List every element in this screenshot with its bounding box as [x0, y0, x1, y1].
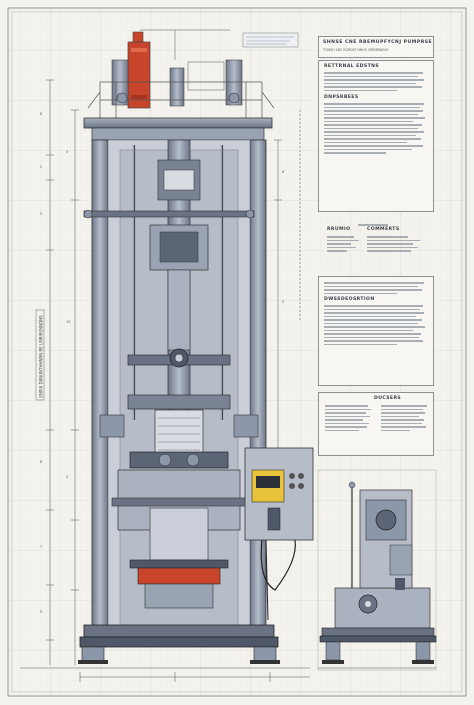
table-col-2: [367, 234, 425, 254]
notes-text-3b: [324, 305, 428, 345]
section-heading-2: DNPSRBEES: [324, 95, 359, 100]
horizontal-tie-bar: [83, 210, 255, 218]
foot-left: [81, 646, 105, 662]
top-cap: [132, 31, 144, 43]
dim-mark-5: 7: [40, 545, 43, 549]
inset-machine: [317, 469, 437, 671]
notes-text-4b: [381, 403, 429, 433]
section-heading-4: DWSSDEOSRTION: [324, 297, 375, 302]
section-heading-1: RETTRNAL EDSTNS: [324, 64, 380, 69]
section-heading-5: DUCSERS: [374, 396, 402, 401]
dim-mark-1: 8: [40, 112, 43, 116]
section-heading-3b: COMMERTS: [367, 227, 400, 232]
sheet-border: [7, 7, 467, 697]
dim-mark-3: 5: [40, 212, 43, 216]
feed-roller: [137, 567, 221, 585]
sheet-inner-border: [11, 11, 463, 693]
title-line-2: TONGH SDE RGRDSF DNHO MRDBRAEUE: [323, 48, 389, 52]
table-col-1: [327, 234, 361, 254]
main-machine: [78, 31, 314, 664]
notes-text-1: [324, 72, 428, 91]
notes-text-2: [324, 103, 428, 154]
foot-right: [253, 646, 277, 662]
top-right-column: [225, 59, 243, 106]
notes-text-4a: [325, 403, 373, 433]
notes-text-3a: [324, 282, 428, 294]
top-platform: [83, 117, 273, 129]
notes-panel-2: RRUMIO COMMERTS: [318, 218, 434, 270]
control-cable: [260, 539, 296, 591]
section-heading-3: RRUMIO: [327, 227, 351, 232]
top-leaders: [140, 29, 299, 60]
side-vertical-label: ENPUI DIINUNTHHNRN RE LMRIRENNDNS: [38, 315, 44, 398]
dim-mark-4: 8: [40, 460, 43, 464]
title-line-1: SHNSE CNE RBEMUPFYCNJ PUMPRSE: [323, 40, 433, 45]
title-block: SHNSE CNE RBEMUPFYCNJ PUMPRSE TONGH SDE …: [318, 36, 434, 58]
dim-mark-2: 2: [40, 165, 43, 169]
dim-mark-6: 5: [40, 610, 43, 614]
dim-mark-8: 10: [66, 320, 71, 324]
left-dimension-chain: [20, 79, 310, 682]
dim-mark-9: 5: [66, 475, 69, 479]
dim-mark-7: 5: [66, 150, 69, 154]
notes-panel-1: RETTRNAL EDSTNS DNPSRBEES: [318, 60, 434, 212]
machine-base: [83, 624, 275, 638]
guide-rods: [132, 145, 224, 420]
dim-mark-10: 5: [282, 300, 285, 304]
dim-mark-11: 6: [282, 170, 285, 174]
notes-panel-4: DUCSERS: [318, 392, 434, 456]
notes-panel-3: DWSSDEOSRTION: [318, 276, 434, 386]
